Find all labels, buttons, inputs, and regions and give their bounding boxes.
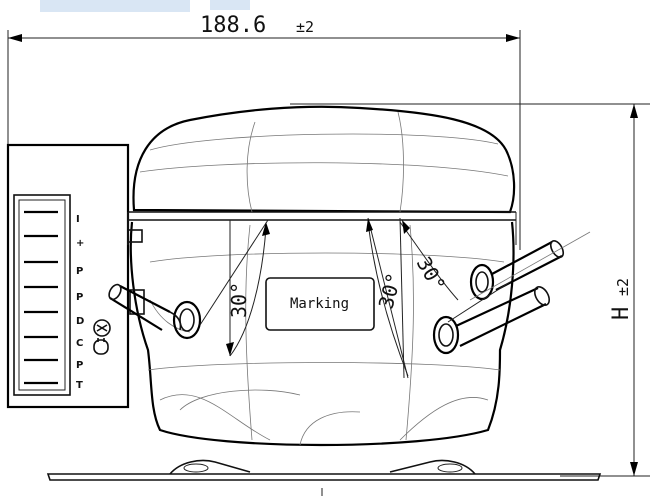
- compressor-shell: [127, 105, 517, 447]
- width-value: 188.6: [200, 13, 266, 38]
- right-tube-upper: [469, 231, 591, 301]
- width-tolerance: ±2: [296, 18, 314, 36]
- angle-right: 30°: [399, 220, 511, 323]
- terminal-symbol: +: [76, 238, 84, 249]
- terminal-symbol: P: [76, 292, 83, 303]
- terminal-box: I + P P D C P T: [6, 143, 130, 409]
- angle-center: 30°: [366, 217, 409, 379]
- angle-center-label: 30°: [374, 270, 407, 311]
- marking-plate: Marking: [265, 277, 375, 331]
- terminal-symbol: I: [76, 214, 80, 225]
- terminal-symbol: T: [76, 380, 83, 391]
- terminal-symbol: C: [76, 338, 83, 349]
- base-plate: [46, 459, 602, 496]
- terminal-symbol: P: [76, 266, 83, 277]
- plug-symbol-icon: [93, 339, 109, 355]
- height-tolerance: ±2: [614, 278, 632, 296]
- right-tube-lower: [432, 286, 551, 355]
- angle-right-label: 30°: [412, 253, 451, 296]
- marking-label: Marking: [290, 296, 349, 312]
- watermark: [40, 0, 250, 12]
- terminal-symbol: P: [76, 360, 83, 371]
- terminal-symbols: I + P P D C P T: [76, 214, 84, 391]
- height-dimension: H ±2: [290, 103, 650, 477]
- terminal-slots: [24, 210, 58, 385]
- ground-symbol-icon: [93, 319, 111, 337]
- width-dimension: 188.6 ±2: [7, 13, 521, 250]
- height-label: H: [609, 307, 634, 320]
- terminal-symbol: D: [76, 316, 84, 327]
- left-tube: [108, 283, 202, 340]
- angle-left: 30°: [199, 219, 270, 357]
- angle-left-label: 30°: [227, 282, 251, 318]
